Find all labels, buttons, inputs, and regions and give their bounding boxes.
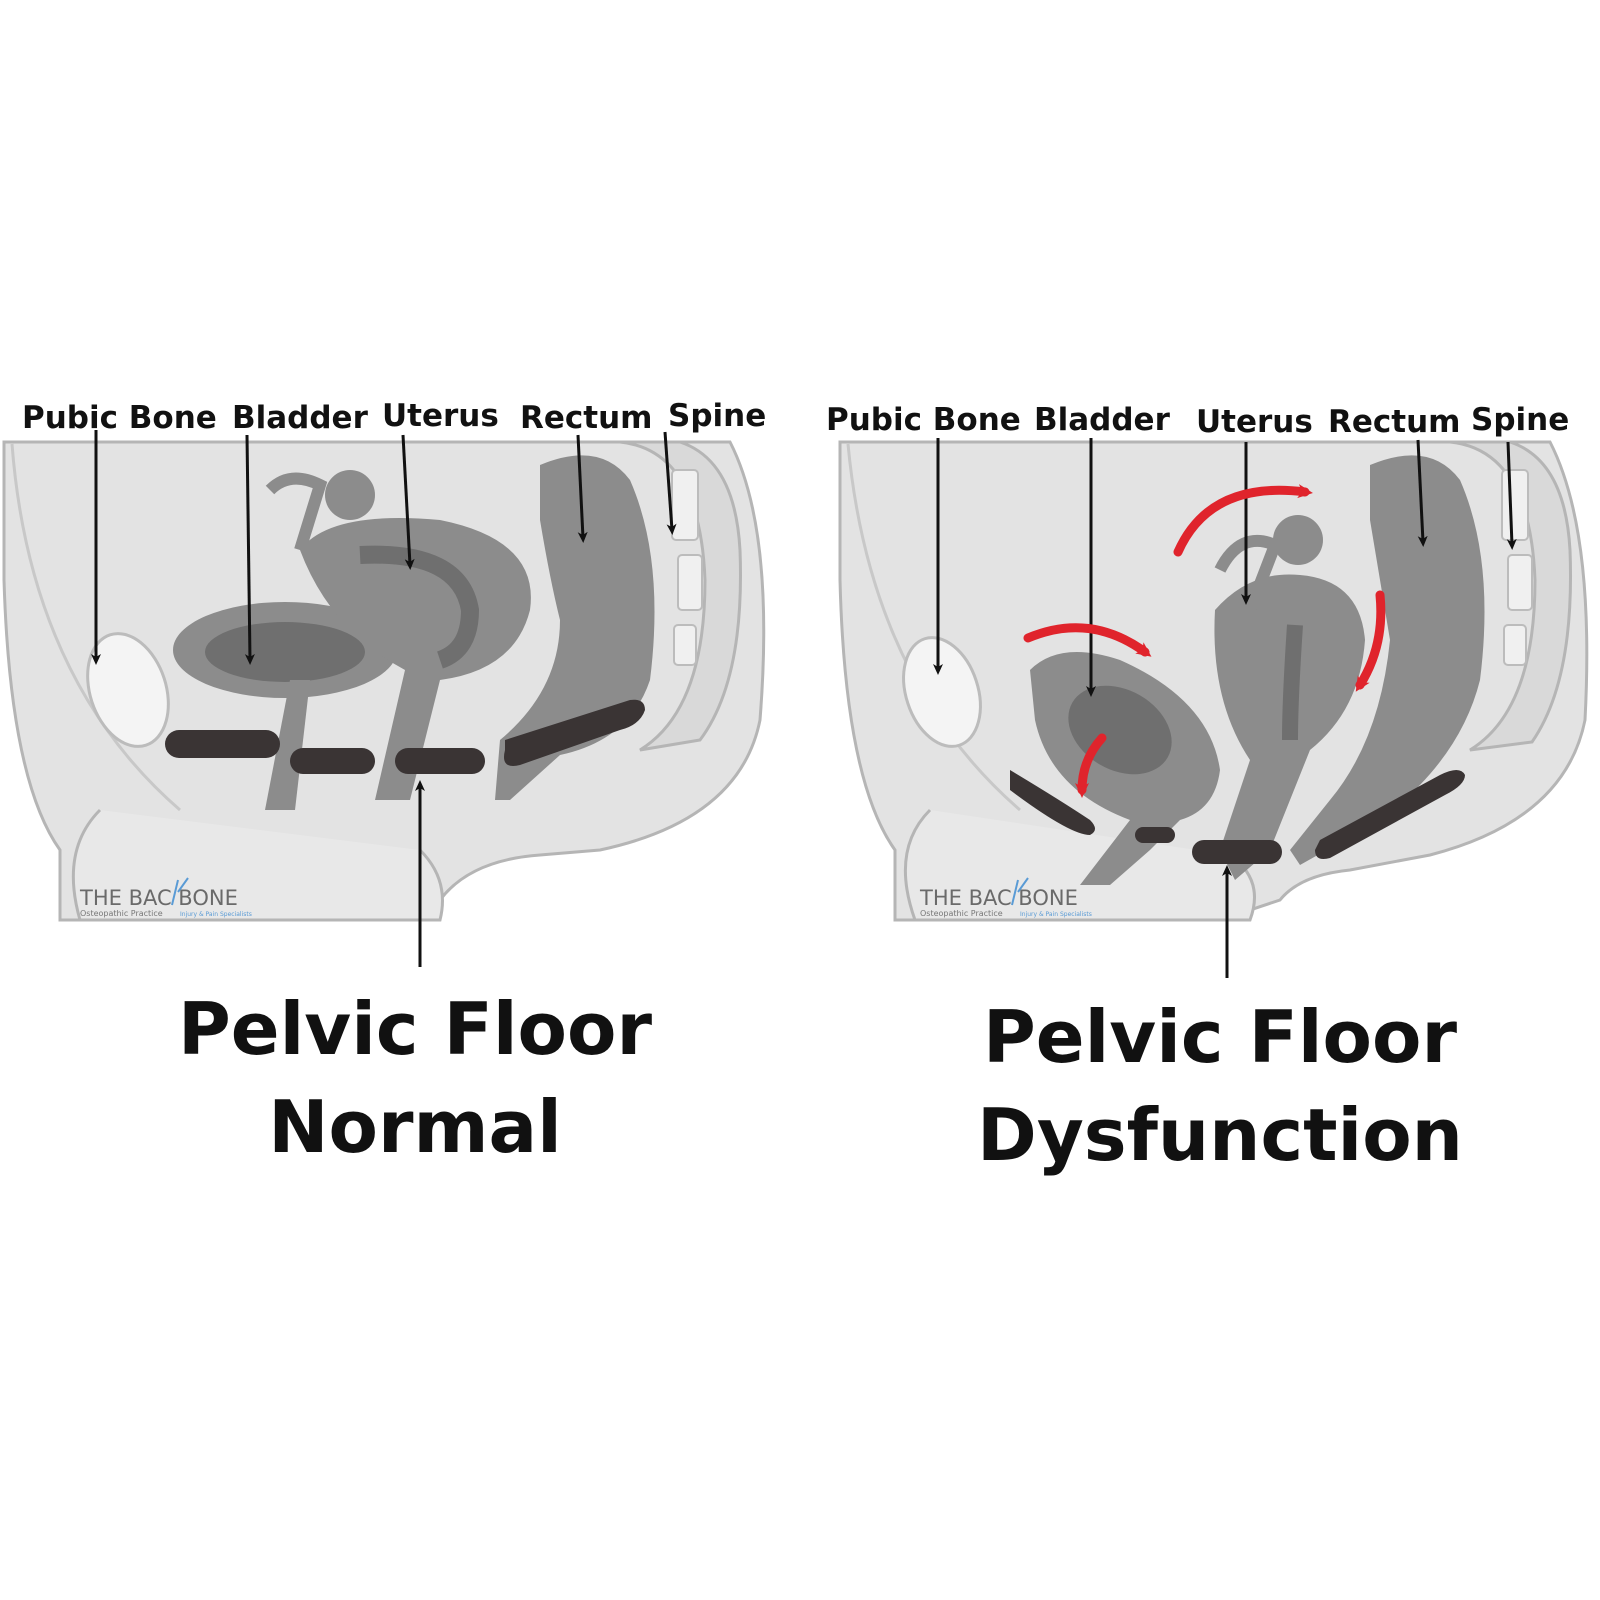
label-spine: Spine <box>1471 402 1570 438</box>
red-arrow-bladder-right <box>1023 623 1152 657</box>
logo-sub-text: Osteopathic Practice <box>920 909 1003 918</box>
label-pubic-bone: Pubic Bone <box>826 402 1021 438</box>
backbone-logo: THE BAC BONE Osteopathic Practice Injury… <box>919 877 1092 918</box>
inner-outline <box>846 443 1021 812</box>
diagram-normal: THE BAC BONE Osteopathic Practice Injury… <box>2 430 766 967</box>
caption-dysfunction: Pelvic Floor Dysfunction <box>965 988 1475 1184</box>
logo-main-text: THE BAC BONE <box>79 886 238 910</box>
buttock-outline <box>903 808 1256 922</box>
pelvic-floor-muscles <box>165 699 645 774</box>
panel-dysfunction: THE BAC BONE Osteopathic Practice Injury… <box>820 380 1600 1200</box>
red-arrow-bladder-down <box>1075 733 1107 798</box>
red-arrow-uterus-up <box>1173 484 1313 557</box>
caption-normal-line1: Pelvic Floor <box>178 987 652 1071</box>
logo-tag-text: Injury & Pain Specialists <box>180 911 252 918</box>
spine-arrow <box>663 431 677 535</box>
caption-dysfunction-line1: Pelvic Floor <box>983 995 1457 1079</box>
logo-tag-text: Injury & Pain Specialists <box>1020 911 1092 918</box>
caption-normal-line2: Normal <box>268 1085 562 1169</box>
label-uterus: Uterus <box>1196 404 1313 440</box>
uterus-arrow <box>401 434 415 570</box>
label-rectum: Rectum <box>1328 404 1461 440</box>
uterus-shape <box>300 518 531 800</box>
caption-dysfunction-line2: Dysfunction <box>977 1093 1463 1177</box>
caption-normal: Pelvic Floor Normal <box>160 980 670 1176</box>
diagram-dysfunction: THE BAC BONE Osteopathic Practice Injury… <box>838 438 1589 978</box>
rectum-shape <box>1290 455 1485 865</box>
pelvic-floor-muscles <box>1010 770 1465 864</box>
inner-outline <box>10 443 181 812</box>
bladder-arrow <box>244 434 255 665</box>
label-bladder: Bladder <box>232 400 368 436</box>
label-spine: Spine <box>668 398 767 434</box>
red-arrow-rectum-down <box>1355 590 1386 692</box>
displacement-arrows <box>1023 484 1386 798</box>
backbone-logo: THE BAC BONE Osteopathic Practice Injury… <box>79 877 252 918</box>
rectum-arrow <box>1416 439 1428 547</box>
logo-sub-text: Osteopathic Practice <box>80 909 163 918</box>
pubic-bone-shape <box>902 636 982 748</box>
rectum-arrow <box>576 434 588 543</box>
label-pubic-bone: Pubic Bone <box>22 400 217 436</box>
pubic-bone-shape <box>86 632 170 748</box>
panel-normal: THE BAC BONE Osteopathic Practice Injury… <box>0 380 800 1200</box>
label-bladder: Bladder <box>1034 402 1170 438</box>
label-rectum: Rectum <box>520 400 653 436</box>
buttock-outline <box>71 808 444 922</box>
logo-main-text: THE BAC BONE <box>919 886 1078 910</box>
label-uterus: Uterus <box>382 398 499 434</box>
spine-arrow <box>1506 441 1517 550</box>
